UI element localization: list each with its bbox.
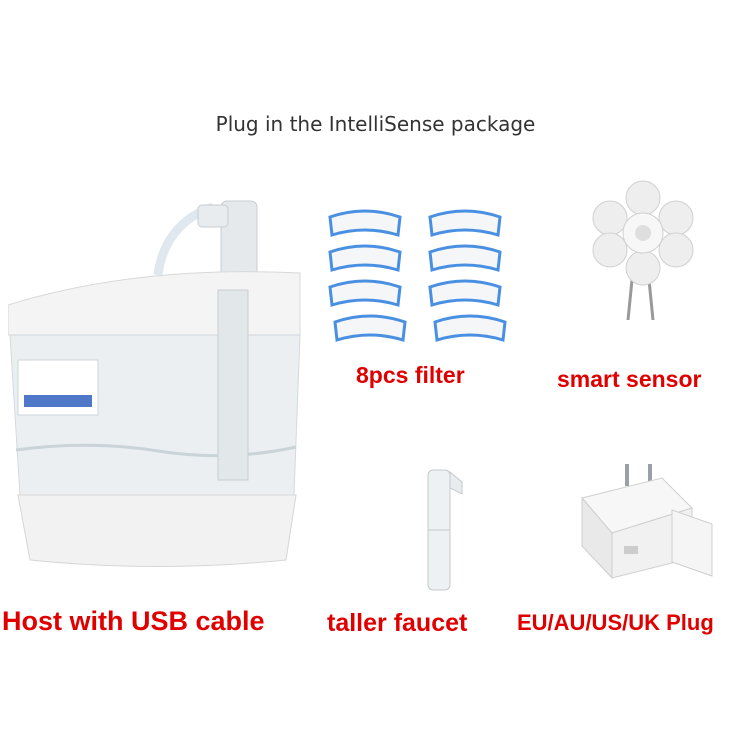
caption-plug: EU/AU/US/UK Plug	[517, 610, 714, 635]
faucet-tube-image	[427, 469, 463, 591]
page-title: Plug in the IntelliSense package	[215, 112, 536, 136]
caption-faucet: taller faucet	[327, 609, 468, 637]
filter-pad-image	[328, 209, 507, 342]
caption-filter: 8pcs filter	[356, 362, 465, 388]
flower-sensor-image	[592, 180, 694, 321]
water-fountain-host-image	[8, 200, 301, 567]
caption-sensor: smart sensor	[557, 366, 702, 392]
caption-host: Host with USB cable	[2, 606, 265, 636]
usb-charger-plug-image	[581, 464, 713, 580]
